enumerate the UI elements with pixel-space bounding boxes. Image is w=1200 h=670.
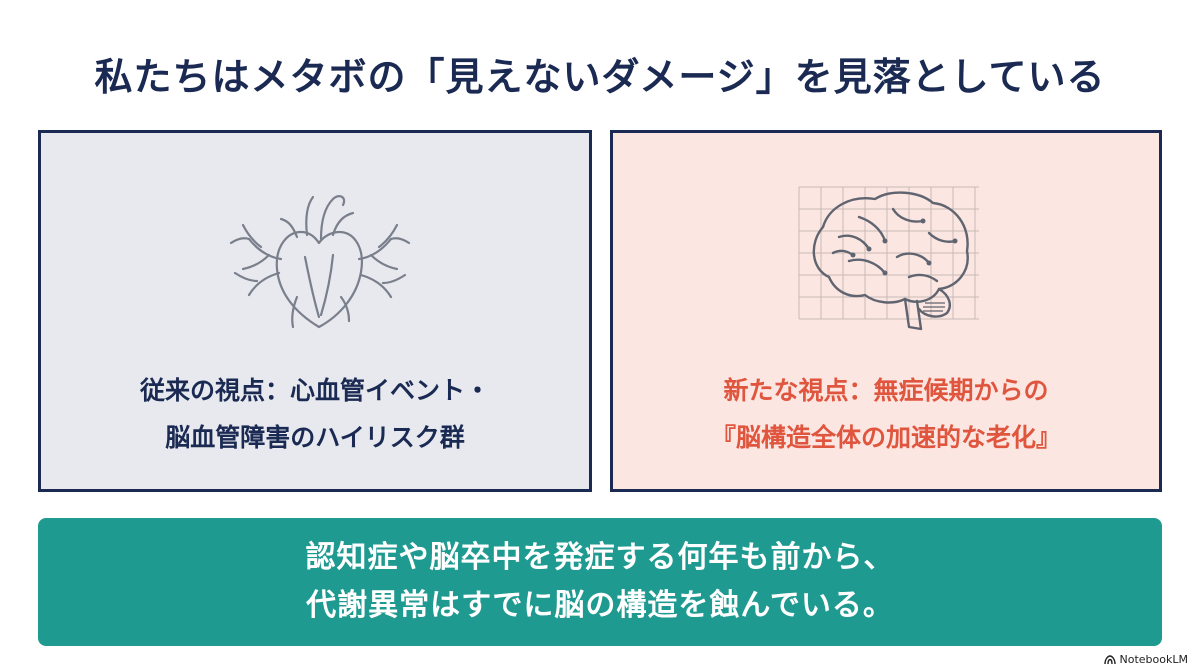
new-view-line-2: 『脳構造全体の加速的な老化』	[710, 423, 1061, 452]
new-view-panel: 新たな視点：無症候期からの 『脳構造全体の加速的な老化』	[610, 130, 1162, 492]
brain-grid-icon	[798, 186, 979, 331]
new-view-line-1: 新たな視点：無症候期からの	[723, 376, 1049, 405]
key-message-banner: 認知症や脳卒中を発症する何年も前から、 代謝異常はすでに脳の構造を蝕んでいる。	[38, 518, 1162, 646]
key-message-line-2: 代謝異常はすでに脳の構造を蝕んでいる。	[306, 588, 894, 623]
notebooklm-watermark: NotebookLM	[1103, 653, 1188, 666]
traditional-view-line-1: 従来の視点：心血管イベント・	[139, 376, 490, 405]
notebooklm-logo-icon	[1103, 654, 1116, 664]
traditional-view-panel: 従来の視点：心血管イベント・ 脳血管障害のハイリスク群	[38, 130, 592, 492]
key-message-line-1: 認知症や脳卒中を発症する何年も前から、	[305, 540, 895, 575]
new-view-caption: 新たな視点：無症候期からの 『脳構造全体の加速的な老化』	[613, 367, 1159, 461]
slide-title: 私たちはメタボの「見えないダメージ」を見落としている	[94, 55, 1106, 99]
heart-icon	[229, 195, 411, 329]
watermark-label: NotebookLM	[1119, 653, 1188, 666]
traditional-view-caption: 従来の視点：心血管イベント・ 脳血管障害のハイリスク群	[41, 367, 589, 461]
traditional-view-line-2: 脳血管障害のハイリスク群	[165, 423, 465, 452]
